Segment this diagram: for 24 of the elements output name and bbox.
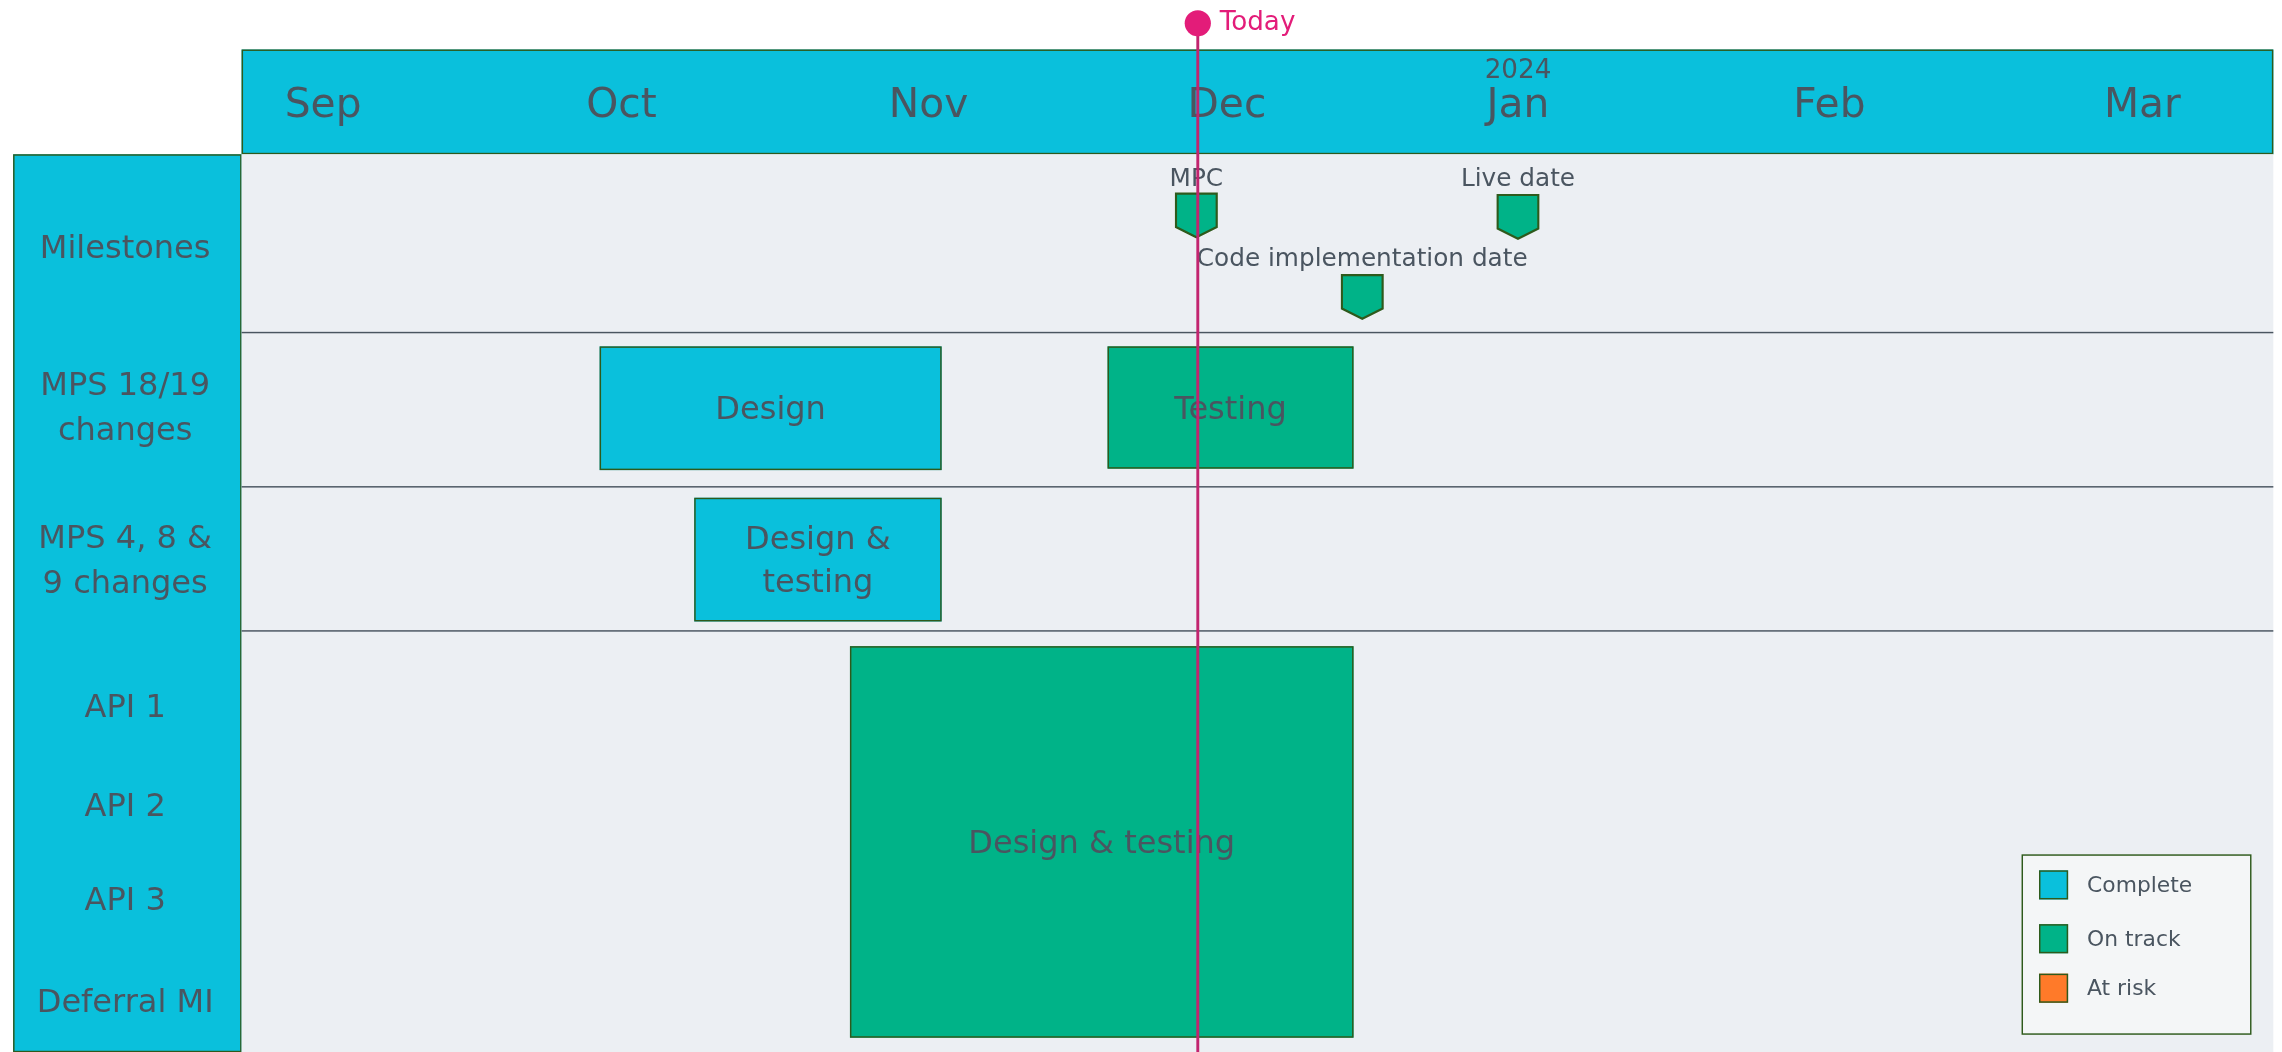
task-bar: [849, 646, 1354, 1038]
month-label: Oct: [586, 79, 657, 128]
row-label: API 3: [84, 881, 166, 918]
task-label: Design & testing: [744, 518, 892, 601]
month-label: Sep: [284, 79, 362, 128]
task-label: Design: [715, 390, 826, 427]
month-label: Feb: [1793, 79, 1866, 128]
task-bar: [694, 497, 942, 622]
milestone-label: Code implementation date: [1196, 242, 1528, 274]
row-label: API 2: [84, 786, 166, 824]
legend-label: At risk: [2087, 974, 2157, 1003]
row-label: API 1: [84, 687, 166, 725]
row-label: MPS 18/19 changes: [39, 364, 211, 449]
task-bar: [599, 346, 942, 471]
row-label: Deferral MI: [36, 983, 214, 1020]
month-label: Mar: [2103, 79, 2181, 128]
milestone-label: Live date: [1460, 162, 1576, 194]
row-label: MPS 4, 8 & 9 changes: [37, 517, 213, 602]
legend-label: Complete: [2087, 870, 2193, 900]
task-bar: [1107, 346, 1354, 469]
legend-label: On track: [2087, 924, 2181, 954]
month-label: Nov: [888, 79, 969, 128]
today-label: Today: [1219, 5, 1296, 36]
row-label: Milestones: [39, 229, 211, 266]
